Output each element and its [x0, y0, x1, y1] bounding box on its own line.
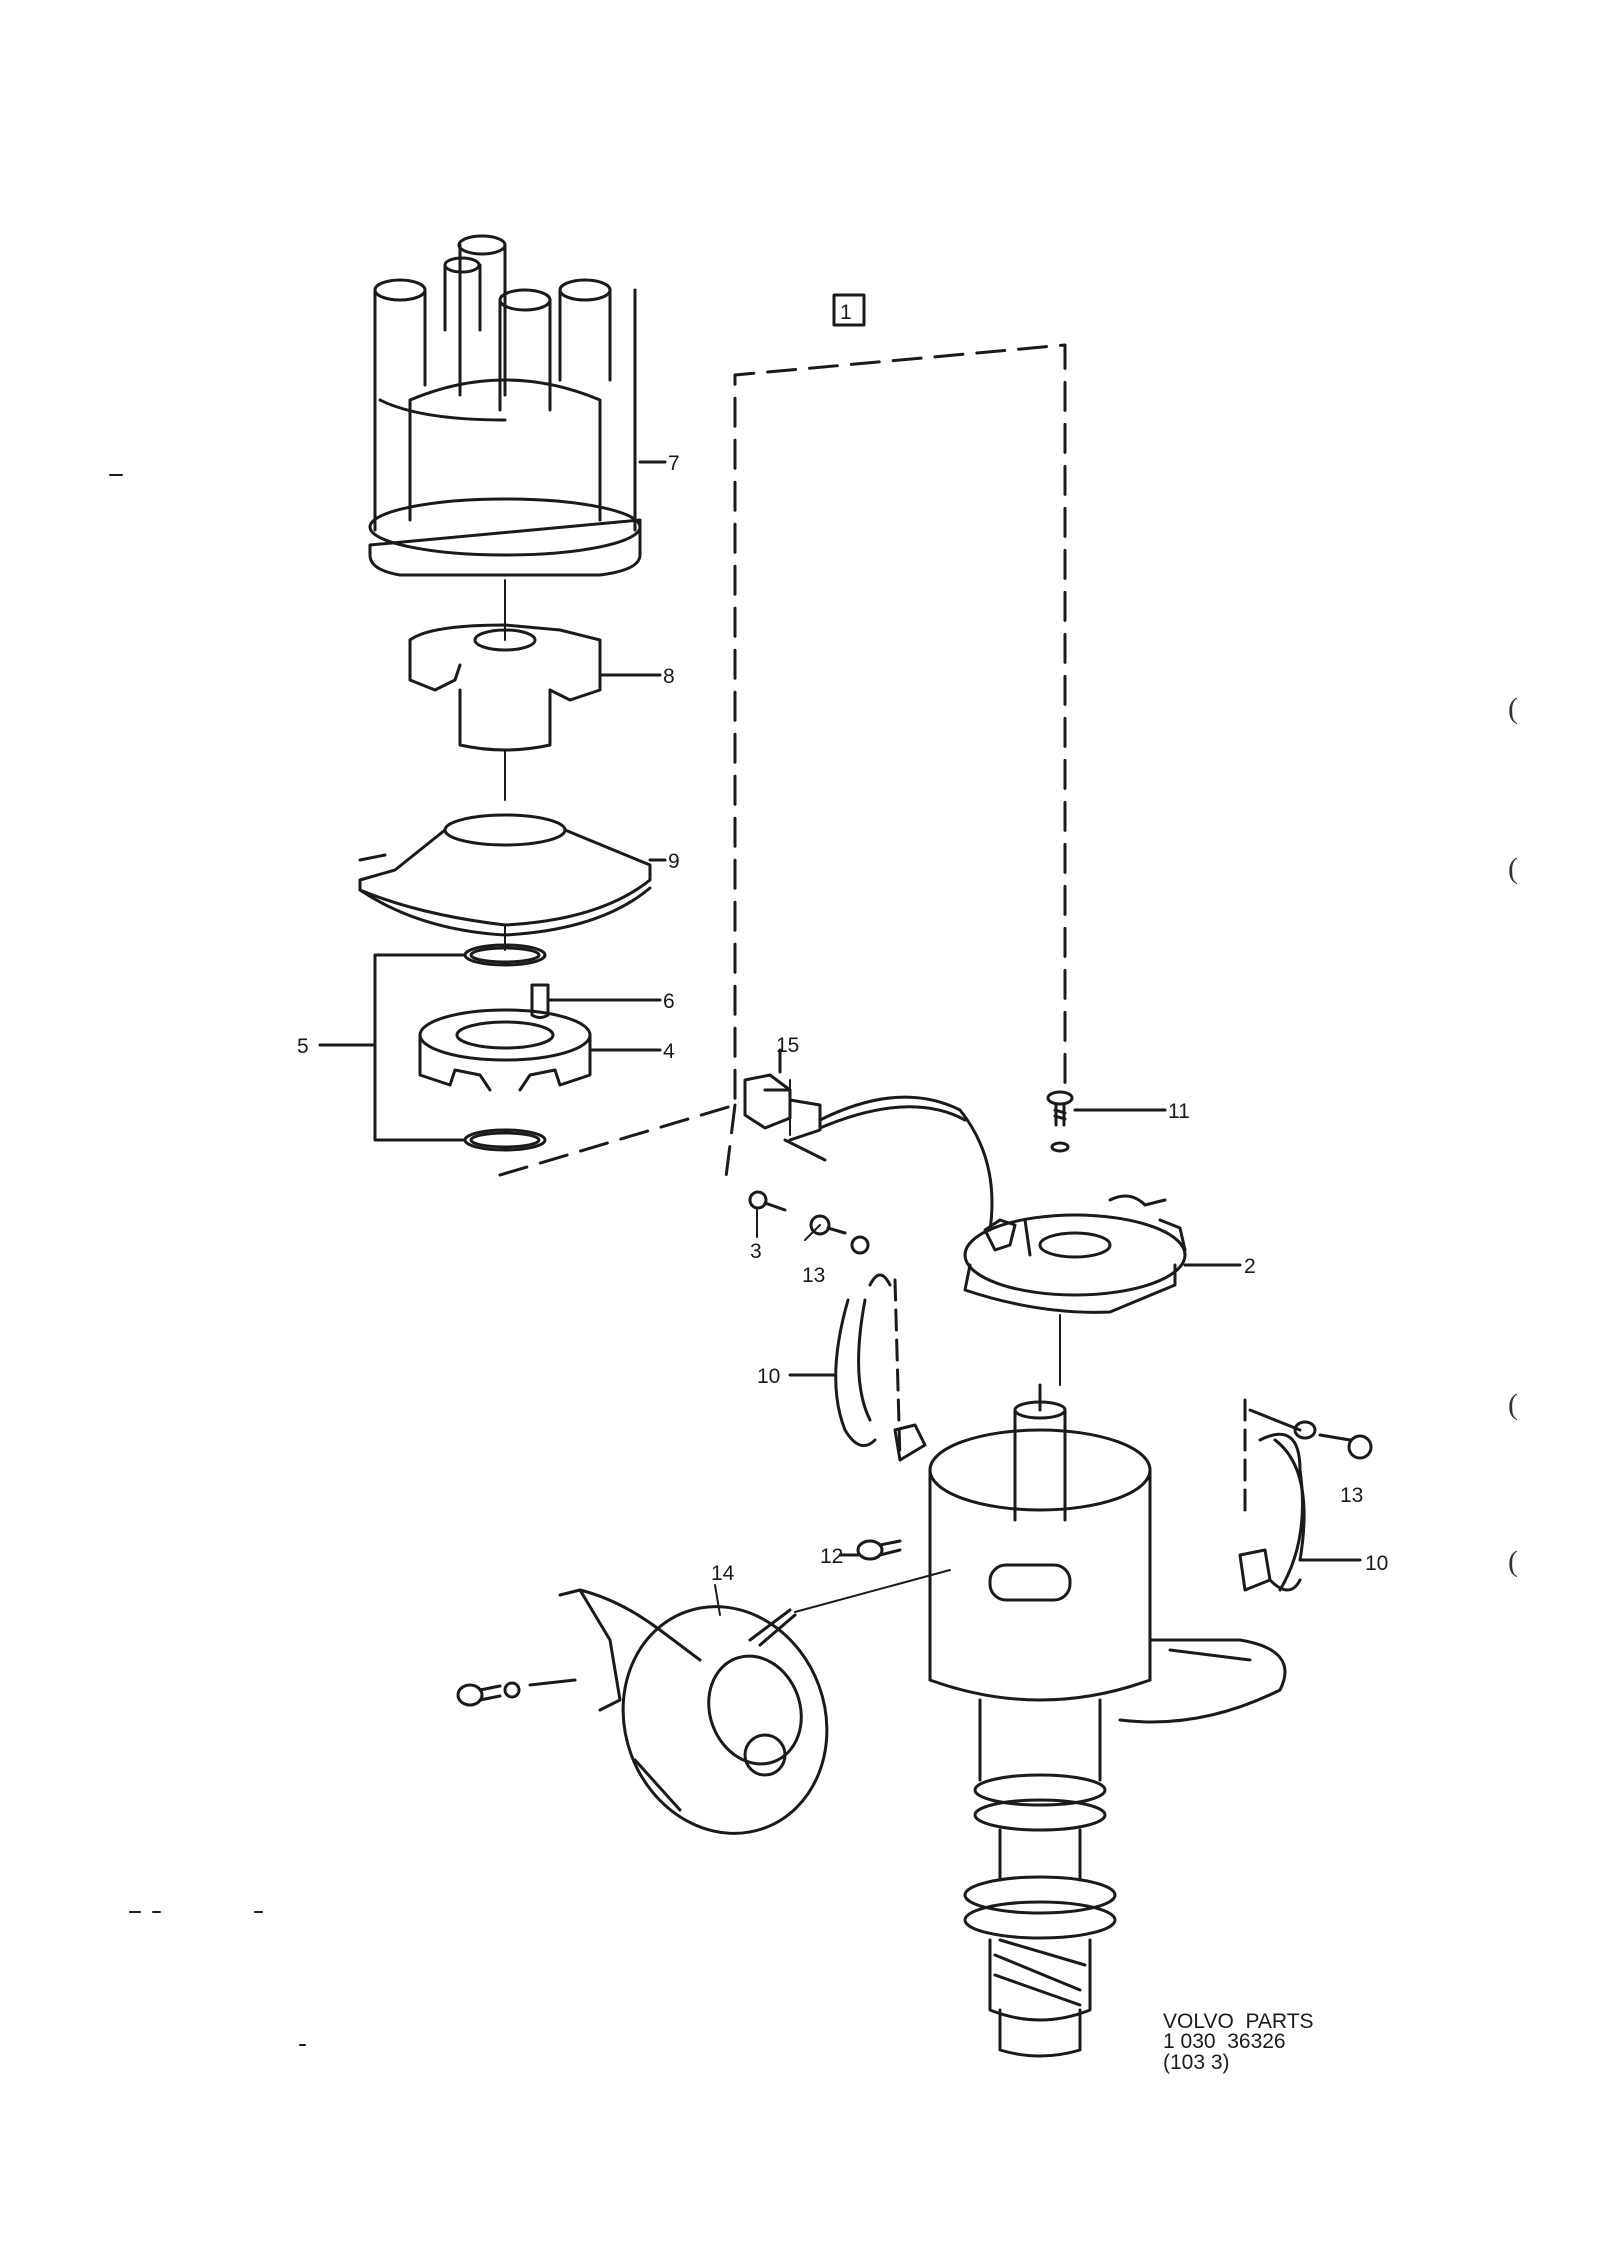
callout-3: 3 — [750, 1240, 762, 1263]
callout-6: 6 — [663, 990, 675, 1013]
group-label-box — [832, 293, 866, 327]
vacuum-unit — [558, 1569, 951, 1835]
assembly-group-bracket — [498, 343, 1067, 1187]
callout-8: 8 — [663, 665, 675, 688]
callout-labels: 1 7 8 9 6 4 5 15 11 3 13 2 10 13 12 10 1… — [297, 301, 1388, 1585]
callout-4: 4 — [663, 1040, 675, 1063]
callout-2: 2 — [1244, 1255, 1256, 1278]
margin-mark-4: ( — [1508, 1545, 1518, 1578]
breaker-plate — [963, 1194, 1242, 1314]
spring-clip-left — [788, 1273, 927, 1462]
screw-13-right — [1248, 1408, 1373, 1460]
scan-marks — [109, 474, 306, 2046]
vacuum-unit-screw — [456, 1678, 577, 1707]
distributor-housing — [928, 1383, 1287, 2058]
callout-5: 5 — [297, 1035, 309, 1058]
screw-13-left — [809, 1214, 870, 1255]
screw-11 — [1046, 1090, 1167, 1153]
group-label: 1 — [840, 301, 852, 324]
callout-13-right: 13 — [1340, 1484, 1363, 1507]
callout-11: 11 — [1168, 1100, 1190, 1123]
distributor-cap — [368, 234, 667, 577]
caption-part-number: 1 030 36326 — [1163, 2030, 1286, 2053]
rotor — [408, 623, 662, 752]
callout-12: 12 — [820, 1545, 843, 1568]
callout-7: 7 — [668, 452, 680, 475]
spring-clip-right — [1238, 1398, 1362, 1592]
callout-15: 15 — [776, 1034, 799, 1057]
bearing-plate-set — [318, 943, 662, 1152]
margin-mark-2: ( — [1508, 852, 1518, 885]
margin-mark-1: ( — [1508, 692, 1518, 725]
callout-10-right: 10 — [1365, 1552, 1388, 1575]
callout-14: 14 — [711, 1562, 735, 1585]
screw-3 — [748, 1190, 787, 1212]
caption-group-code: (103 3) — [1163, 2051, 1230, 2074]
trigger-connector — [743, 1048, 994, 1232]
dust-shield — [358, 813, 667, 937]
caption-brand: VOLVO PARTS — [1163, 2010, 1314, 2033]
margin-mark-3: ( — [1508, 1388, 1518, 1421]
callout-9: 9 — [668, 850, 680, 873]
screw-12 — [838, 1539, 902, 1561]
callout-13-left: 13 — [802, 1264, 825, 1287]
callout-10-left: 10 — [757, 1365, 780, 1388]
callout-leaders — [714, 1079, 859, 1616]
